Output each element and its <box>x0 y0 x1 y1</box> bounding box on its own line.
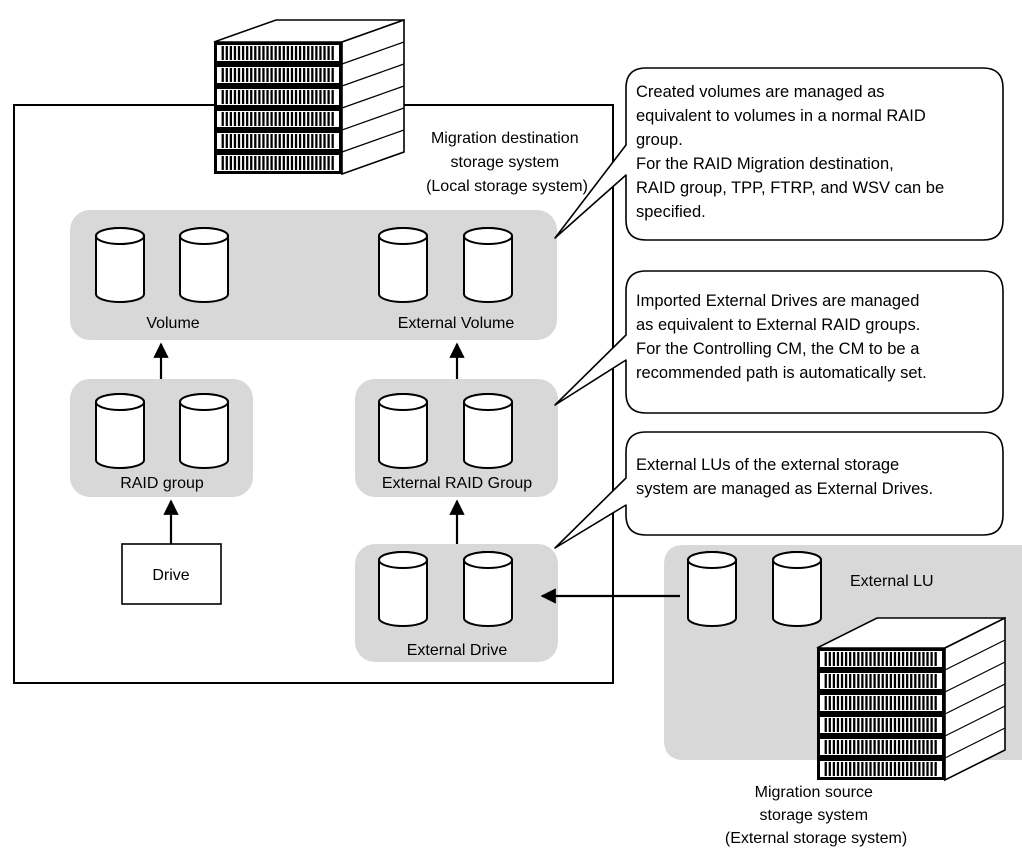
source-label: Migration source storage system (Externa… <box>725 784 907 847</box>
external-volume-disk-icon <box>463 227 513 303</box>
callout-external-drives-text: Imported External Drives are managed as … <box>636 292 927 382</box>
callout-volumes-bubble <box>554 67 1004 241</box>
drive-label: Drive <box>152 567 189 584</box>
volume-disk-icon <box>179 227 229 303</box>
external-raid-disk-icon <box>463 393 513 469</box>
external-raid-group-label: External RAID Group <box>382 475 532 492</box>
external-lu-disk-icon <box>687 551 737 627</box>
destination-storage-unit-icon <box>213 18 405 176</box>
raid-group-label: RAID group <box>120 475 204 492</box>
volume-disk-icon <box>95 227 145 303</box>
destination-label: Migration destination storage system (Lo… <box>426 130 588 195</box>
callout-external-lus-bubble <box>554 431 1004 549</box>
raid-group-disk-icon <box>95 393 145 469</box>
callout-external-lus-text: External LUs of the external storage sys… <box>636 456 933 498</box>
external-drive-disk-icon <box>463 551 513 627</box>
source-storage-unit-icon <box>816 616 1006 782</box>
callout-volumes-text: Created volumes are managed as equivalen… <box>636 83 949 221</box>
drive-box <box>121 543 222 605</box>
external-volume-disk-icon <box>378 227 428 303</box>
external-lu-label: External LU <box>850 573 934 590</box>
external-lu-disk-icon <box>772 551 822 627</box>
external-raid-disk-icon <box>378 393 428 469</box>
external-volume-label: External Volume <box>398 315 515 332</box>
volume-label: Volume <box>146 315 199 332</box>
callout-external-drives-bubble <box>554 270 1004 414</box>
raid-group-disk-icon <box>179 393 229 469</box>
external-drive-disk-icon <box>378 551 428 627</box>
external-drive-label: External Drive <box>407 642 508 659</box>
